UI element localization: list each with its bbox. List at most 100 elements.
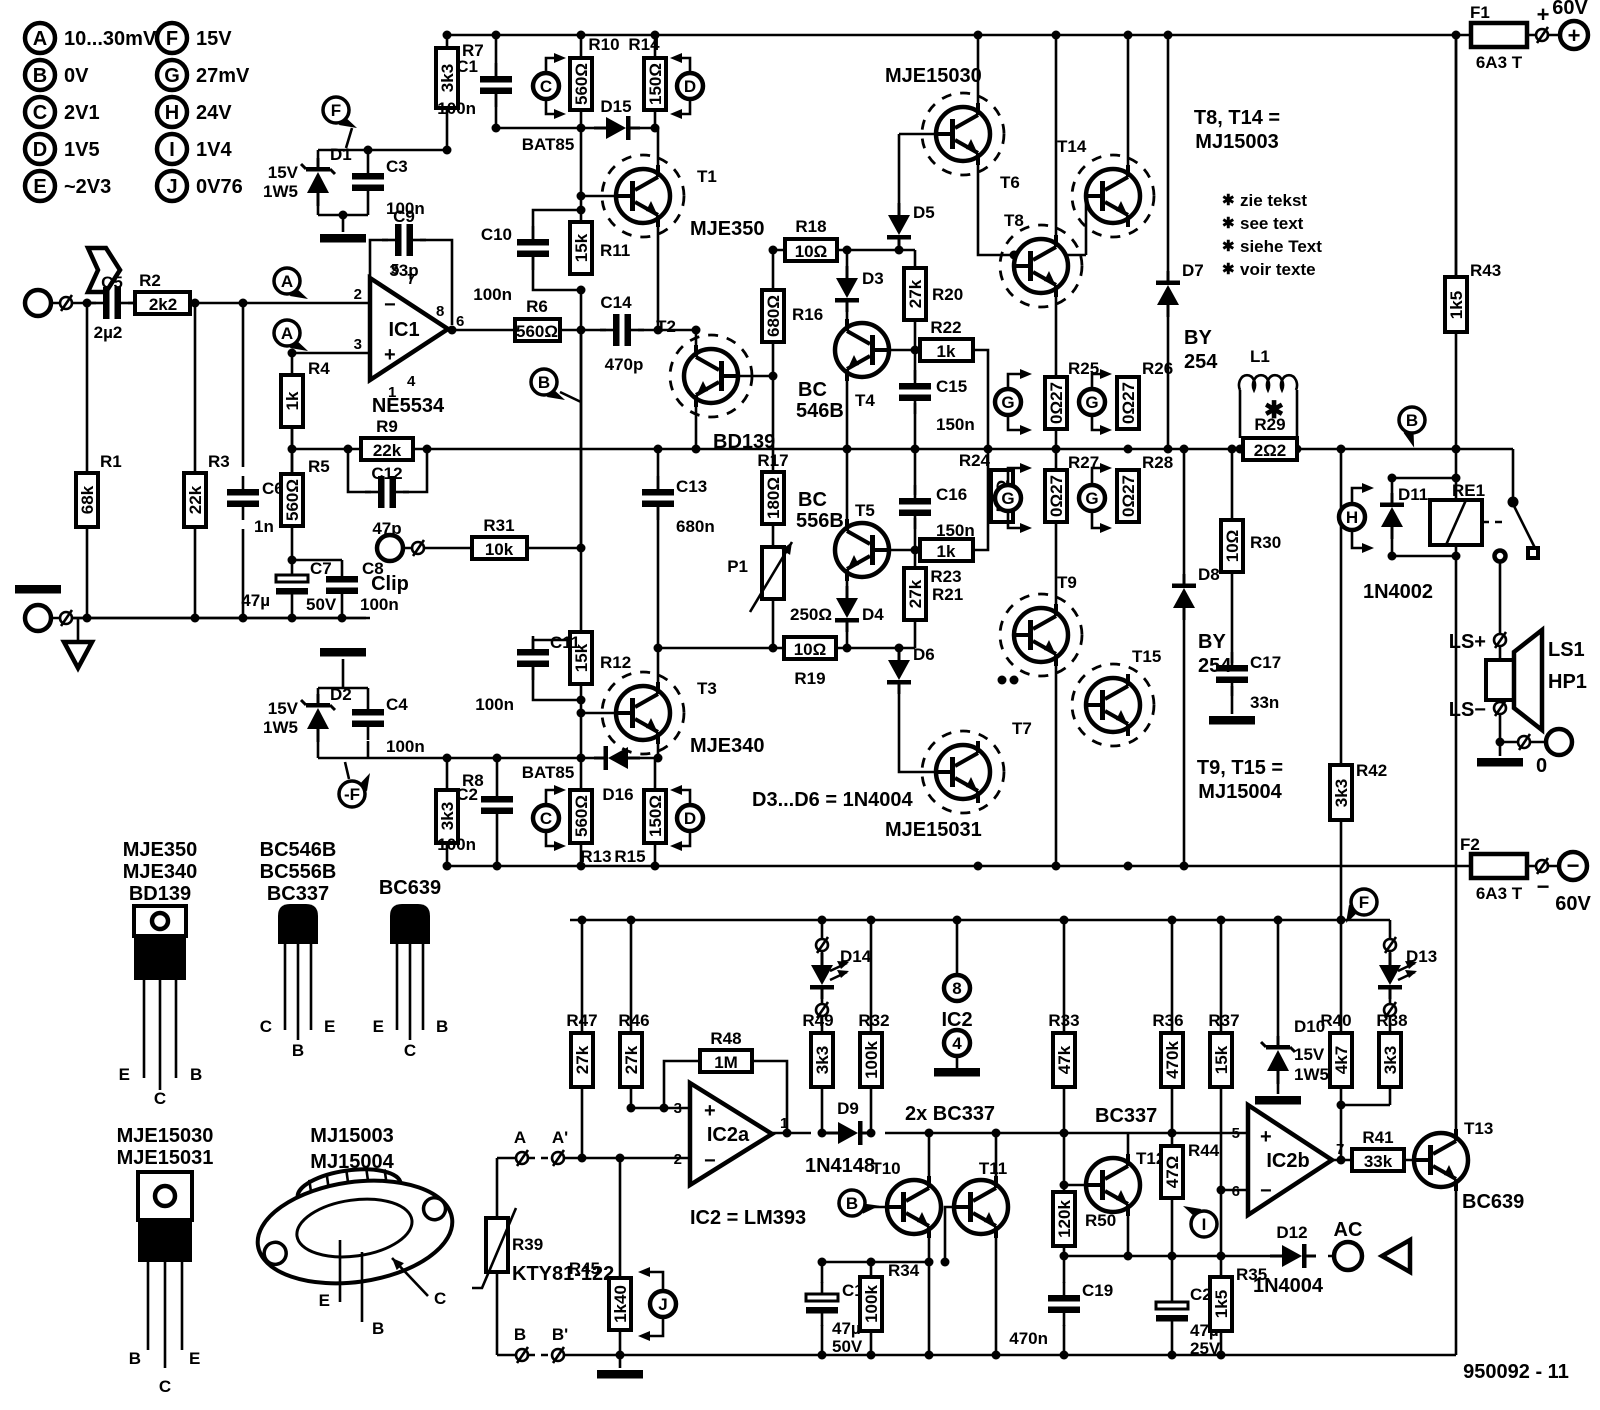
svg-text:3k3: 3k3 [1332, 779, 1351, 807]
svg-text:E: E [119, 1065, 130, 1084]
svg-text:470k: 470k [1163, 1041, 1182, 1079]
svg-text:MJ15004: MJ15004 [310, 1151, 394, 1173]
svg-text:BD139: BD139 [713, 431, 775, 453]
svg-text:F1: F1 [1470, 3, 1490, 22]
input-ground-jack [22, 602, 54, 634]
svg-text:68k: 68k [78, 485, 97, 514]
svg-text:T9: T9 [1057, 573, 1077, 592]
svg-text:R26: R26 [1142, 359, 1173, 378]
inductor-L1: L1✱ [1250, 347, 1284, 424]
svg-text:B: B [372, 1319, 384, 1338]
svg-text:B: B [33, 65, 47, 87]
svg-text:27k: 27k [906, 279, 925, 308]
svg-text:D: D [684, 77, 696, 96]
svg-text:~2V3: ~2V3 [64, 176, 111, 198]
clip-output: Clip [371, 532, 426, 595]
svg-text:R3: R3 [208, 452, 230, 471]
svg-text:D7: D7 [1182, 261, 1204, 280]
svg-text:+: + [704, 1100, 716, 1122]
svg-text:47µ: 47µ [241, 591, 270, 610]
opamp-IC2b: IC2b +− 5 6 7 [1232, 1100, 1344, 1220]
svg-text:HP1: HP1 [1548, 671, 1587, 693]
diode-D4: D4 [833, 584, 884, 634]
svg-text:27k: 27k [573, 1045, 592, 1074]
svg-text:C15: C15 [936, 377, 967, 396]
transistor-T9: T9 [998, 573, 1084, 678]
svg-text:R13: R13 [580, 847, 611, 866]
svg-text:0V76: 0V76 [196, 176, 243, 198]
transistor-T10: T10 [871, 1159, 941, 1238]
svg-text:1N4004: 1N4004 [1253, 1275, 1324, 1297]
svg-text:AC: AC [1334, 1219, 1363, 1241]
svg-text:7: 7 [407, 271, 415, 288]
testpoint-A1: A [272, 266, 310, 301]
svg-text:MJE340: MJE340 [690, 735, 765, 757]
svg-text:1k: 1k [283, 391, 302, 410]
svg-text:J: J [658, 1295, 667, 1314]
svg-text:−: − [1537, 874, 1550, 899]
svg-text:15k: 15k [572, 233, 591, 262]
svg-text:C12: C12 [371, 464, 402, 483]
svg-text:L1: L1 [1250, 347, 1270, 366]
package-to92-bc639: BC639 E C B [373, 877, 449, 1060]
svg-text:C7: C7 [310, 559, 332, 578]
svg-text:27k: 27k [906, 579, 925, 608]
svg-text:R36: R36 [1152, 1011, 1183, 1030]
svg-text:B: B [190, 1065, 202, 1084]
svg-text:3: 3 [674, 1100, 682, 1117]
opamp-IC1: IC1 NE5534 −+ 2 3 57 86 14 [354, 261, 465, 417]
svg-text:R22: R22 [930, 318, 961, 337]
svg-text:2k2: 2k2 [149, 295, 177, 314]
svg-text:A': A' [552, 1128, 568, 1147]
svg-text:BY: BY [1198, 631, 1226, 653]
testpoint-D-bottom: D [670, 785, 706, 851]
svg-text:C5: C5 [101, 273, 123, 292]
svg-text:IC2: IC2 [941, 1009, 972, 1031]
svg-text:G: G [1085, 393, 1098, 412]
svg-text:E: E [324, 1017, 335, 1036]
note-2xbc337: 2x BC337 [905, 1103, 995, 1125]
svg-text:0Ω27: 0Ω27 [1119, 475, 1138, 517]
testpoint-G1: G [992, 369, 1032, 435]
svg-text:D5: D5 [913, 203, 935, 222]
svg-text:C: C [33, 102, 47, 124]
svg-text:-F: -F [344, 785, 360, 804]
svg-text:R48: R48 [710, 1029, 741, 1048]
svg-text:15V: 15V [268, 699, 299, 718]
svg-text:R20: R20 [932, 285, 963, 304]
svg-text:120k: 120k [1055, 1200, 1074, 1238]
svg-text:150Ω: 150Ω [646, 63, 665, 105]
svg-text:50V: 50V [306, 595, 337, 614]
svg-text:R33: R33 [1048, 1011, 1079, 1030]
svg-text:C: C [159, 1377, 171, 1396]
svg-text:+: + [1537, 2, 1550, 27]
svg-text:C13: C13 [676, 477, 707, 496]
svg-text:R29: R29 [1254, 415, 1285, 434]
